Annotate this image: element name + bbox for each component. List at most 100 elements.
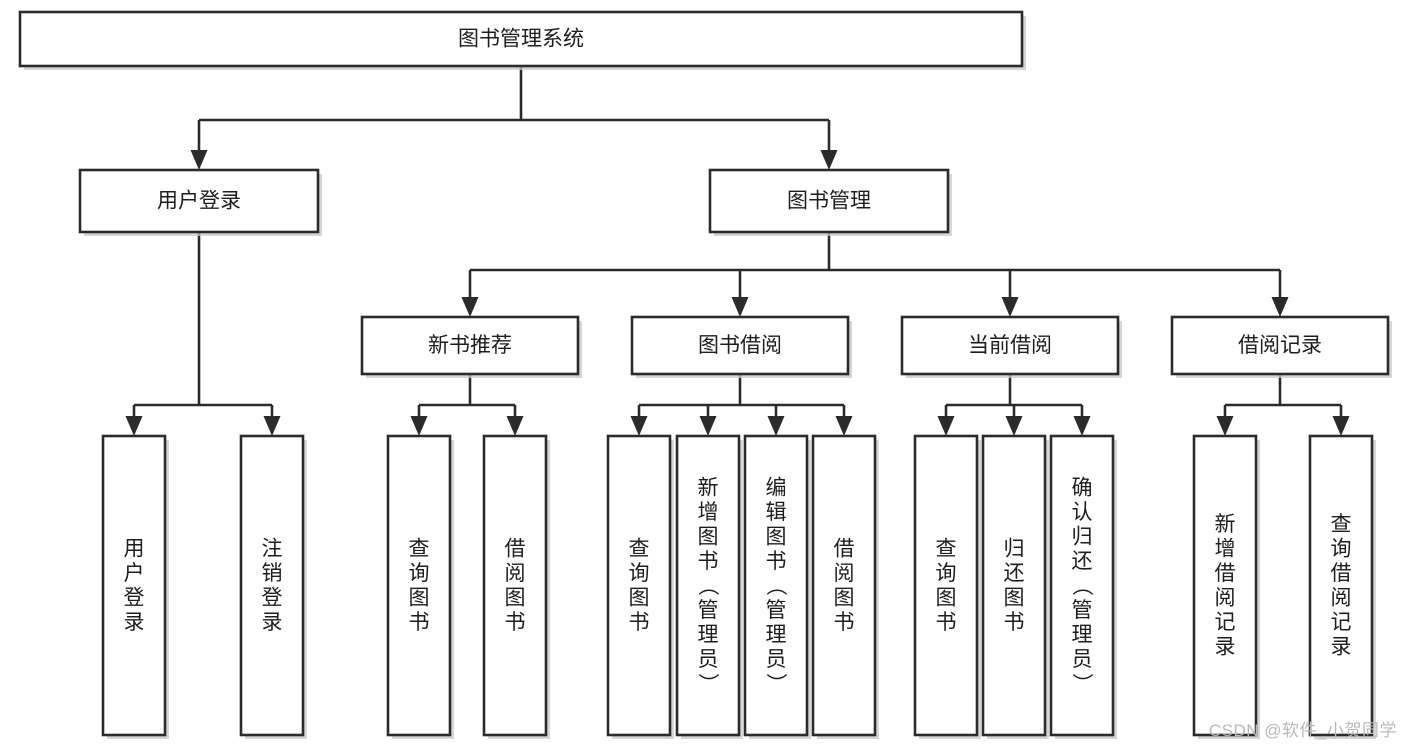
node-label-char: （ [764,575,787,596]
node-label-char: 询 [936,562,957,585]
node-label-char: ） [1070,673,1093,694]
arrow-head [1332,416,1350,436]
node-label-char: 图 [698,525,719,548]
node-rect[interactable] [482,434,548,737]
node-book-borrow[interactable]: 图书借阅 [630,315,852,378]
node-rect[interactable] [900,315,1120,376]
node-rect[interactable] [811,434,877,737]
arrow-head [835,416,853,436]
node-label-char: 书 [834,611,855,634]
node-label-char: 查 [1331,513,1352,536]
node-label-char: 查 [629,538,650,561]
node-rect[interactable] [18,10,1024,68]
node-label-char: 阅 [1331,587,1352,610]
node-current-borrow[interactable]: 当前借阅 [900,315,1122,378]
node-rect[interactable] [630,315,850,376]
node-label-char: 增 [698,501,719,524]
arrow-head [263,416,281,436]
arrow-head [410,416,428,436]
node-rect[interactable] [1049,434,1115,737]
node-label-char: 图 [409,587,430,610]
nodes-layer: 图书管理系统用户登录图书管理新书推荐图书借阅当前借阅借阅记录用户登录注销登录查询… [18,10,1392,739]
node-label-char: 图 [766,525,787,548]
node-label-char: 户 [124,562,145,585]
node-label: 用户登录 [157,190,241,213]
node-label-char: 书 [766,550,787,573]
node-rect[interactable] [78,168,320,234]
arrow-head [190,150,208,170]
node-label-char: 员 [1072,648,1093,671]
node-label-char: 新 [1215,513,1236,536]
node-label: 图书借阅 [698,334,782,357]
node-new-book-recommend[interactable]: 新书推荐 [360,315,582,378]
node-rect[interactable] [239,434,305,737]
node-label-char: 管 [1072,599,1093,622]
node-label-char: 理 [1072,623,1093,646]
node-rect[interactable] [708,168,950,234]
node-label-char: 还 [1004,562,1025,585]
node-rect[interactable] [913,434,979,737]
node-rect[interactable] [1170,315,1390,376]
arrow-head [125,416,143,436]
node-leaf-user-login[interactable]: 用户登录 [101,434,169,739]
node-label-char: 图 [936,587,957,610]
node-rect[interactable] [360,315,580,376]
node-label: 当前借阅 [968,334,1052,357]
node-rect[interactable] [1308,434,1374,737]
node-rect[interactable] [743,434,809,737]
node-label-char: 理 [766,623,787,646]
arrow-head [937,416,955,436]
node-label-char: 管 [766,599,787,622]
node-label-char: 图 [629,587,650,610]
node-label: 新书推荐 [428,334,512,357]
node-label-char: 借 [1215,562,1236,585]
node-label-char: 书 [936,611,957,634]
node-label-char: 阅 [1215,587,1236,610]
node-rect[interactable] [1192,434,1258,737]
node-label-char: 管 [698,599,719,622]
node-label: 借阅记录 [1238,334,1322,357]
node-user-login[interactable]: 用户登录 [78,168,322,236]
node-rect[interactable] [675,434,741,737]
arrow-head [1001,297,1019,317]
node-label-char: 借 [505,538,526,561]
node-label-char: 编 [766,476,787,499]
node-book-manage[interactable]: 图书管理 [708,168,952,236]
node-label-char: 询 [409,562,430,585]
node-label-char: （ [1070,575,1093,596]
node-label-char: （ [696,575,719,596]
node-label-char: 录 [1331,636,1352,659]
node-label-char: 用 [124,538,145,561]
arrow-head [1073,416,1091,436]
arrow-head [731,297,749,317]
node-label-char: 图 [1004,587,1025,610]
node-rect[interactable] [981,434,1047,737]
node-label-char: 认 [1072,501,1093,524]
node-root[interactable]: 图书管理系统 [18,10,1026,70]
node-label-char: 注 [262,538,283,561]
node-rect[interactable] [101,434,167,737]
node-label: 图书管理系统 [458,28,584,51]
node-label-char: 书 [409,611,430,634]
node-rect[interactable] [386,434,452,737]
node-borrow-record[interactable]: 借阅记录 [1170,315,1392,378]
node-label-char: ） [764,673,787,694]
node-rect[interactable] [606,434,672,737]
node-label-char: 询 [1331,538,1352,561]
arrow-head [820,150,838,170]
node-label-char: 书 [505,611,526,634]
node-label-char: 书 [1004,611,1025,634]
